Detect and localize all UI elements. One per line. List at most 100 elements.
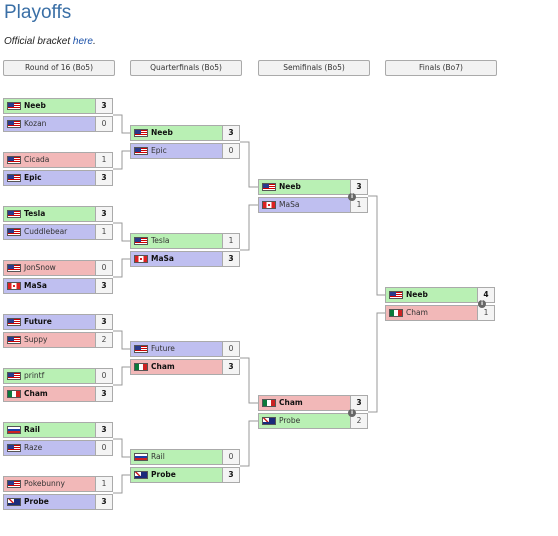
player-name: Rail [151, 452, 165, 461]
player-name: Future [151, 344, 175, 353]
flag-icon [262, 183, 276, 191]
flag-icon [134, 255, 148, 263]
player-name: Suppy [24, 335, 48, 344]
player-name: Neeb [406, 290, 428, 299]
flag-icon [7, 444, 21, 452]
official-bracket-link[interactable]: here [72, 36, 93, 47]
player-name: Cham [406, 308, 428, 317]
flag-icon [7, 390, 21, 398]
player-name: Epic [24, 173, 42, 182]
flag-icon [134, 453, 148, 461]
page-title: Playoffs [4, 2, 72, 23]
info-icon[interactable]: i [348, 193, 356, 201]
round-header-finals: Finals (Bo7) [385, 60, 497, 76]
bracket-slot[interactable]: Cham 3 [258, 395, 368, 411]
flag-icon [7, 174, 21, 182]
flag-icon [7, 336, 21, 344]
flag-icon [7, 498, 21, 506]
player-name: Future [24, 317, 52, 326]
flag-icon [134, 363, 148, 371]
flag-icon [7, 210, 21, 218]
player-name: MaSa [279, 200, 300, 209]
player-score: 2 [95, 333, 112, 347]
bracket-slot[interactable]: Rail 0 [130, 449, 240, 465]
flag-icon [7, 120, 21, 128]
player-name: Cham [151, 362, 175, 371]
bracket-slot[interactable]: Rail 3 [3, 422, 113, 438]
player-score: 1 [477, 306, 494, 320]
subtitle: Official bracket here. [4, 36, 96, 47]
player-name: MaSa [24, 281, 47, 290]
bracket-slot[interactable]: Suppy 2 [3, 332, 113, 348]
player-name: Tesla [151, 236, 170, 245]
flag-icon [134, 471, 148, 479]
flag-icon [7, 426, 21, 434]
bracket-slot[interactable]: Cham 1 [385, 305, 495, 321]
bracket-slot[interactable]: Neeb 3 [130, 125, 240, 141]
flag-icon [134, 345, 148, 353]
player-score: 0 [222, 450, 239, 464]
player-score: 3 [95, 495, 112, 509]
player-name: Pokebunny [24, 479, 65, 488]
info-icon[interactable]: i [478, 300, 486, 308]
bracket-slot[interactable]: Cham 3 [130, 359, 240, 375]
player-name: Raze [24, 443, 43, 452]
player-score: 3 [222, 360, 239, 374]
flag-icon [134, 237, 148, 245]
bracket-slot[interactable]: Epic 3 [3, 170, 113, 186]
player-name: Kozan [24, 119, 47, 128]
flag-icon [134, 129, 148, 137]
player-score: 3 [95, 387, 112, 401]
info-icon[interactable]: i [348, 409, 356, 417]
player-score: 1 [222, 234, 239, 248]
bracket-slot[interactable]: Epic 0 [130, 143, 240, 159]
player-score: 1 [95, 153, 112, 167]
round-header-ro16: Round of 16 (Bo5) [3, 60, 115, 76]
player-name: Rail [24, 425, 40, 434]
player-score: 3 [222, 126, 239, 140]
player-name: Epic [151, 146, 167, 155]
flag-icon [7, 102, 21, 110]
flag-icon [134, 147, 148, 155]
player-name: printf [24, 371, 45, 380]
player-score: 0 [222, 144, 239, 158]
flag-icon [262, 417, 276, 425]
player-name: Cham [279, 398, 303, 407]
flag-icon [7, 156, 21, 164]
player-name: JonSnow [24, 263, 56, 272]
bracket-slot[interactable]: Tesla 1 [130, 233, 240, 249]
flag-icon [7, 372, 21, 380]
player-score: 1 [95, 477, 112, 491]
flag-icon [7, 228, 21, 236]
bracket-slot[interactable]: Cham 3 [3, 386, 113, 402]
player-score: 3 [95, 423, 112, 437]
player-score: 3 [95, 207, 112, 221]
flag-icon [7, 480, 21, 488]
player-score: 3 [95, 171, 112, 185]
bracket-slot[interactable]: Pokebunny 1 [3, 476, 113, 492]
player-score: 3 [95, 99, 112, 113]
player-name: Cham [24, 389, 48, 398]
player-name: Neeb [151, 128, 173, 137]
player-score: 3 [350, 396, 367, 410]
flag-icon [262, 201, 276, 209]
flag-icon [7, 318, 21, 326]
